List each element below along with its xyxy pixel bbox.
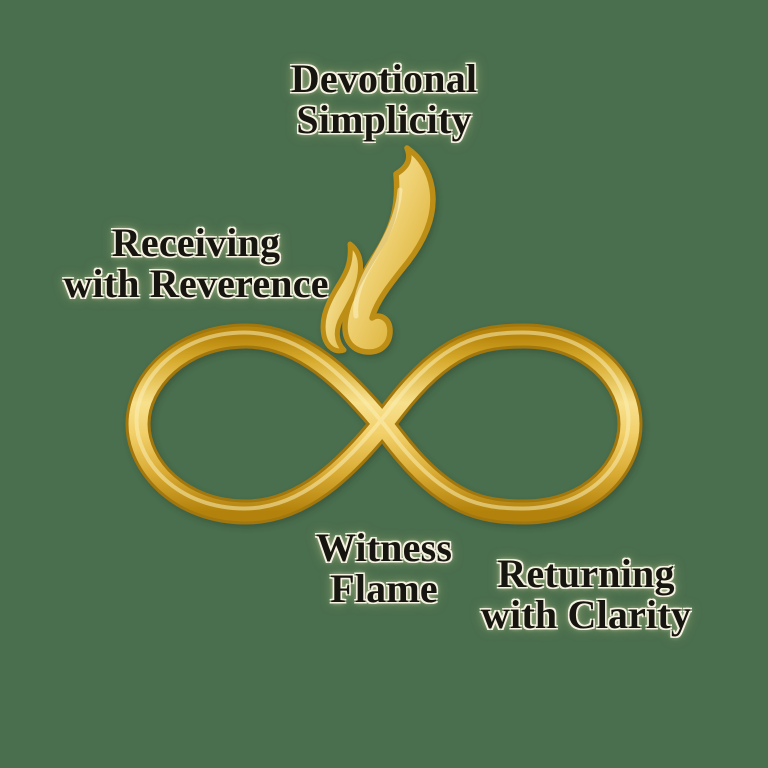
label-line: Simplicity <box>296 97 472 143</box>
label-line: with Clarity <box>480 592 692 638</box>
label-witness-flame: Witness Flame <box>315 525 453 612</box>
label-line: Returning <box>497 551 675 596</box>
label-line: Receiving <box>111 220 281 265</box>
infinity-icon <box>125 323 643 525</box>
label-receiving-with-reverence: Receiving with Reverence <box>63 220 329 307</box>
label-line: Witness <box>315 525 453 570</box>
label-line: Flame <box>330 566 438 612</box>
label-returning-with-clarity: Returning with Clarity <box>480 551 692 638</box>
label-line: Devotional <box>290 56 478 101</box>
flame-icon <box>320 145 436 355</box>
label-devotional-simplicity: Devotional Simplicity <box>290 56 478 143</box>
label-line: with Reverence <box>63 261 329 307</box>
